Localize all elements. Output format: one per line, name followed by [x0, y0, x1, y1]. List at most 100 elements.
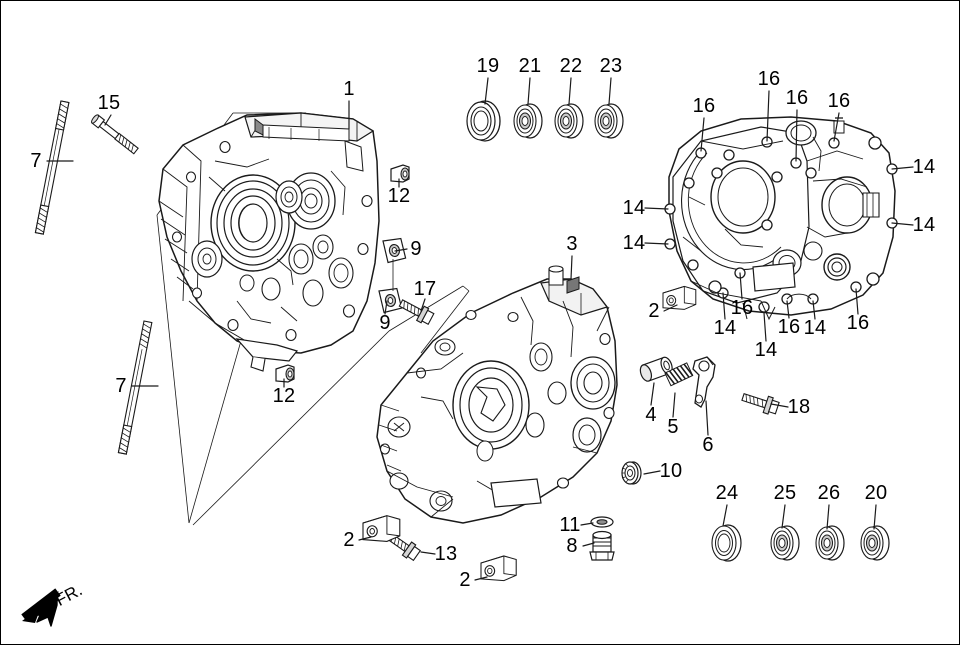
leader-line-2	[663, 304, 678, 312]
leader-line-16	[739, 272, 743, 300]
leader-line-20	[873, 504, 877, 530]
callout-5: 5	[667, 416, 679, 438]
callout-10: 10	[659, 460, 683, 482]
part-7-stud-bolts	[34, 100, 153, 455]
callout-2: 2	[648, 300, 660, 322]
callout-15: 15	[97, 92, 121, 114]
callout-14: 14	[713, 317, 737, 339]
callout-2: 2	[459, 569, 471, 591]
part-6-stopper-arm	[692, 356, 716, 408]
callout-1: 1	[343, 78, 355, 100]
callout-16: 16	[730, 297, 754, 319]
callout-16: 16	[846, 312, 870, 334]
leader-line-21	[527, 77, 531, 105]
callout-16: 16	[785, 87, 809, 109]
leader-line-2	[358, 536, 372, 541]
callout-22: 22	[559, 55, 583, 77]
part-15-socket-bolt	[91, 114, 139, 155]
callout-13: 13	[434, 543, 458, 565]
leader-line-5	[672, 392, 676, 418]
leader-line-18	[770, 403, 789, 408]
leader-line-16	[795, 109, 798, 162]
bearing-row-top	[466, 100, 624, 142]
callout-7: 7	[30, 150, 42, 172]
leader-line-14	[644, 242, 669, 245]
callout-14: 14	[912, 214, 936, 236]
leader-line-16	[766, 90, 770, 142]
callout-18: 18	[787, 396, 811, 418]
callout-20: 20	[864, 482, 888, 504]
callout-11: 11	[559, 514, 581, 536]
callout-14: 14	[622, 232, 646, 254]
callout-9: 9	[379, 312, 391, 334]
leader-line-6	[705, 400, 709, 436]
leader-line-14	[763, 312, 767, 342]
leader-line-14	[722, 292, 726, 320]
leader-line-26	[826, 504, 830, 530]
callout-6: 6	[702, 434, 714, 456]
part-11-sealing-washer	[590, 516, 614, 528]
callout-23: 23	[599, 55, 623, 77]
leader-line-15	[104, 114, 112, 126]
callout-4: 4	[645, 404, 657, 426]
leader-line-4	[650, 382, 655, 406]
callout-leader-lines	[46, 77, 914, 581]
part-5-spring	[664, 362, 694, 387]
leader-line-16	[700, 117, 705, 152]
part-8-drain-bolt	[589, 530, 615, 561]
front-direction-arrow	[21, 588, 61, 627]
part-18-flange-bolt	[741, 392, 780, 415]
callout-8: 8	[566, 535, 578, 557]
leader-line-16	[833, 112, 840, 142]
bearing-row-bottom	[711, 524, 890, 562]
callout-14: 14	[803, 317, 827, 339]
callout-3: 3	[566, 233, 578, 255]
callout-12: 12	[387, 185, 411, 207]
part-4-collar	[639, 356, 673, 382]
leader-line-24	[722, 504, 728, 527]
leader-line-9	[394, 248, 408, 252]
callout-14: 14	[754, 339, 778, 361]
leader-line-25	[781, 504, 786, 529]
right-crankcase-casting	[664, 116, 898, 321]
callout-26: 26	[817, 482, 841, 504]
callout-16: 16	[757, 68, 781, 90]
callout-16: 16	[777, 316, 801, 338]
leader-line-22	[568, 77, 572, 105]
leader-line-14	[891, 222, 914, 226]
leader-line-19	[484, 77, 489, 105]
callout-2: 2	[343, 529, 355, 551]
callout-7: 7	[115, 375, 127, 397]
leader-line-9	[384, 300, 388, 315]
callout-14: 14	[622, 197, 646, 219]
part-17-flange-bolt	[398, 299, 435, 326]
callout-16: 16	[692, 95, 716, 117]
callout-19: 19	[476, 55, 500, 77]
leader-line-23	[608, 77, 612, 105]
callout-14: 14	[912, 156, 936, 178]
leader-line-8	[582, 542, 595, 547]
leader-line-17	[420, 298, 426, 312]
callout-21: 21	[518, 55, 542, 77]
callout-25: 25	[773, 482, 797, 504]
leader-line-16	[786, 300, 790, 319]
leader-line-10	[643, 470, 661, 475]
callout-24: 24	[715, 482, 739, 504]
leader-line-14	[891, 166, 914, 170]
leader-line-16	[855, 288, 859, 315]
part-9-plates	[378, 237, 407, 314]
part-10-washer	[621, 461, 642, 485]
leader-line-13	[420, 551, 436, 555]
leader-line-11	[580, 522, 594, 526]
leader-line-3	[570, 255, 573, 280]
part-3-right-crankcase-front	[192, 265, 618, 526]
callout-17: 17	[413, 278, 437, 300]
callout-9: 9	[410, 238, 422, 260]
callout-16: 16	[827, 90, 851, 112]
leader-line-2	[474, 576, 488, 581]
callout-12: 12	[272, 385, 296, 407]
leader-line-14	[644, 207, 669, 210]
leader-line-14	[812, 300, 816, 320]
